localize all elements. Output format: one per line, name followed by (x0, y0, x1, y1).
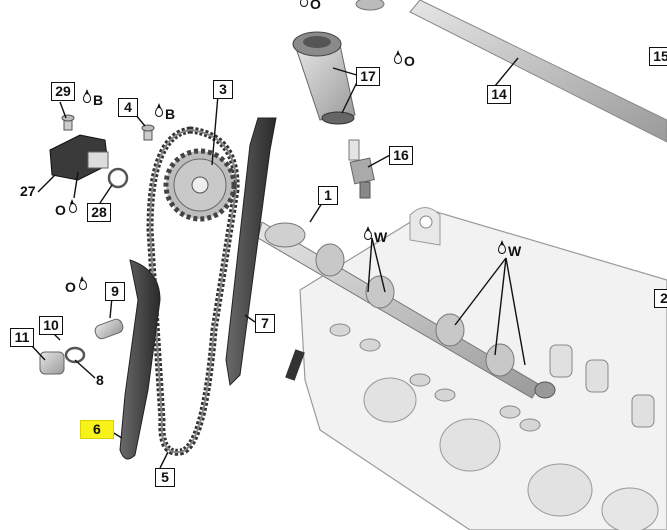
lubricant-drop-icon (498, 240, 506, 254)
callout-14: 14 (487, 85, 511, 104)
callout-3: 3 (213, 80, 233, 99)
grease-drop-icon (155, 103, 163, 117)
callout-4: 4 (118, 98, 138, 117)
oil-drop-icon (68, 199, 77, 213)
rocker-shaft (409, 0, 667, 143)
oil-drop-icon (300, 0, 308, 7)
screw-4 (141, 124, 155, 141)
chain-guide (225, 117, 277, 387)
fitting-top (355, 0, 385, 11)
screw-29 (61, 114, 75, 131)
lube-o-top: O (300, 0, 321, 12)
lube-o-17: O (394, 50, 415, 69)
tensioner-guide (119, 259, 161, 460)
callout-10: 10 (39, 316, 63, 335)
label-8: 8 (96, 372, 104, 388)
o-ring-28 (107, 167, 129, 189)
lube-w-2: W (498, 240, 521, 259)
grease-drop-icon (83, 89, 91, 103)
lube-o-27: O (55, 199, 79, 218)
lube-o-9: O (65, 276, 89, 295)
callout-16: 16 (389, 146, 413, 165)
lube-b-29: B (83, 89, 103, 108)
chain-tensioner-parts (39, 318, 124, 375)
lube-w-1: W (364, 226, 387, 245)
callout-5: 5 (155, 468, 175, 487)
callout-2: 2 (654, 289, 667, 308)
callout-7: 7 (255, 314, 275, 333)
small-part (285, 349, 305, 381)
callout-17: 17 (356, 67, 380, 86)
spark-plug (348, 139, 375, 199)
camshaft (257, 221, 556, 399)
callout-11: 11 (10, 328, 34, 347)
camshaft-position-sensor (49, 134, 109, 181)
callout-29: 29 (51, 82, 75, 101)
callout-15: 15 (649, 47, 667, 66)
spark-plug-tube (292, 31, 356, 125)
callout-9: 9 (105, 282, 125, 301)
callout-1: 1 (318, 186, 338, 205)
lube-b-4: B (155, 103, 175, 122)
oil-drop-icon (78, 276, 87, 290)
lubricant-drop-icon (364, 226, 372, 240)
callout-28: 28 (87, 203, 111, 222)
label-27: 27 (20, 183, 36, 199)
camshaft-sprocket (163, 148, 237, 222)
oil-drop-icon (394, 50, 402, 64)
callout-6-highlighted: 6 (80, 420, 114, 439)
